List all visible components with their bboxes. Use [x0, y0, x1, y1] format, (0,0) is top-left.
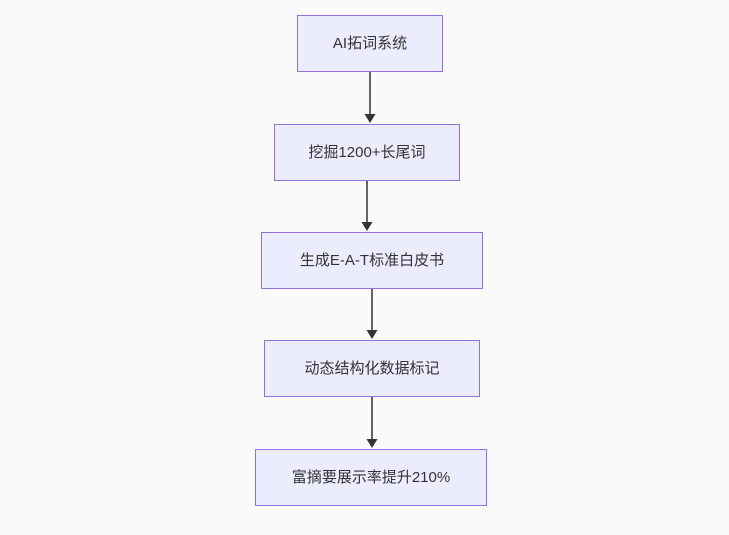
flow-edge-B-C: [361, 181, 373, 231]
flow-node-E: 富摘要展示率提升210%: [255, 449, 487, 506]
flow-edge-C-D: [366, 289, 378, 339]
flow-node-C: 生成E-A-T标准白皮书: [261, 232, 483, 289]
flow-edge-D-E: [366, 397, 378, 448]
flow-edge-A-B: [364, 72, 376, 123]
flow-node-D: 动态结构化数据标记: [264, 340, 480, 397]
flow-node-B: 挖掘1200+长尾词: [274, 124, 460, 181]
arrowhead-down-icon: [366, 330, 378, 339]
arrowhead-down-icon: [366, 439, 378, 448]
arrowhead-down-icon: [361, 222, 373, 231]
arrowhead-down-icon: [364, 114, 376, 123]
flow-node-A: AI拓词系统: [297, 15, 443, 72]
